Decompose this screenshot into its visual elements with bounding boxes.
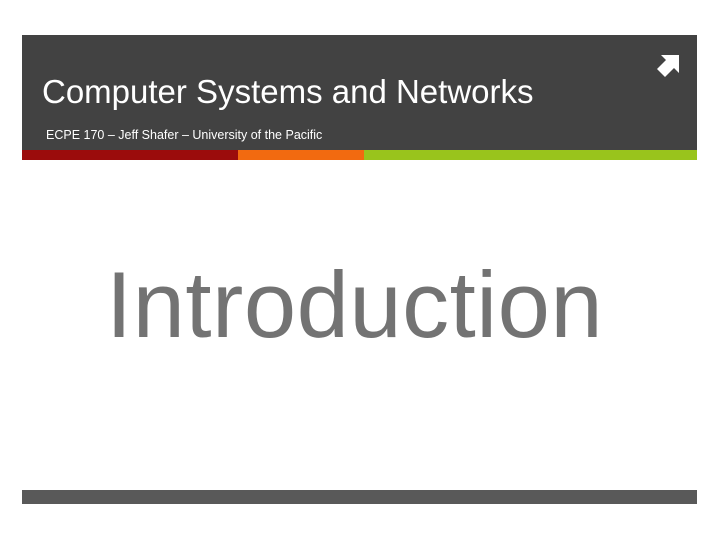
accent-bar-orange [238, 150, 364, 160]
deck-title: Computer Systems and Networks [42, 73, 534, 110]
footer-band [22, 490, 697, 504]
arrow-up-right-icon [657, 55, 679, 77]
header-band: Computer Systems and Networks ECPE 170 –… [22, 35, 697, 150]
accent-bar-green [364, 150, 697, 160]
accent-bar-red [22, 150, 238, 160]
slide-title: Introduction [106, 252, 604, 357]
deck-subtitle: ECPE 170 – Jeff Shafer – University of t… [46, 128, 323, 142]
